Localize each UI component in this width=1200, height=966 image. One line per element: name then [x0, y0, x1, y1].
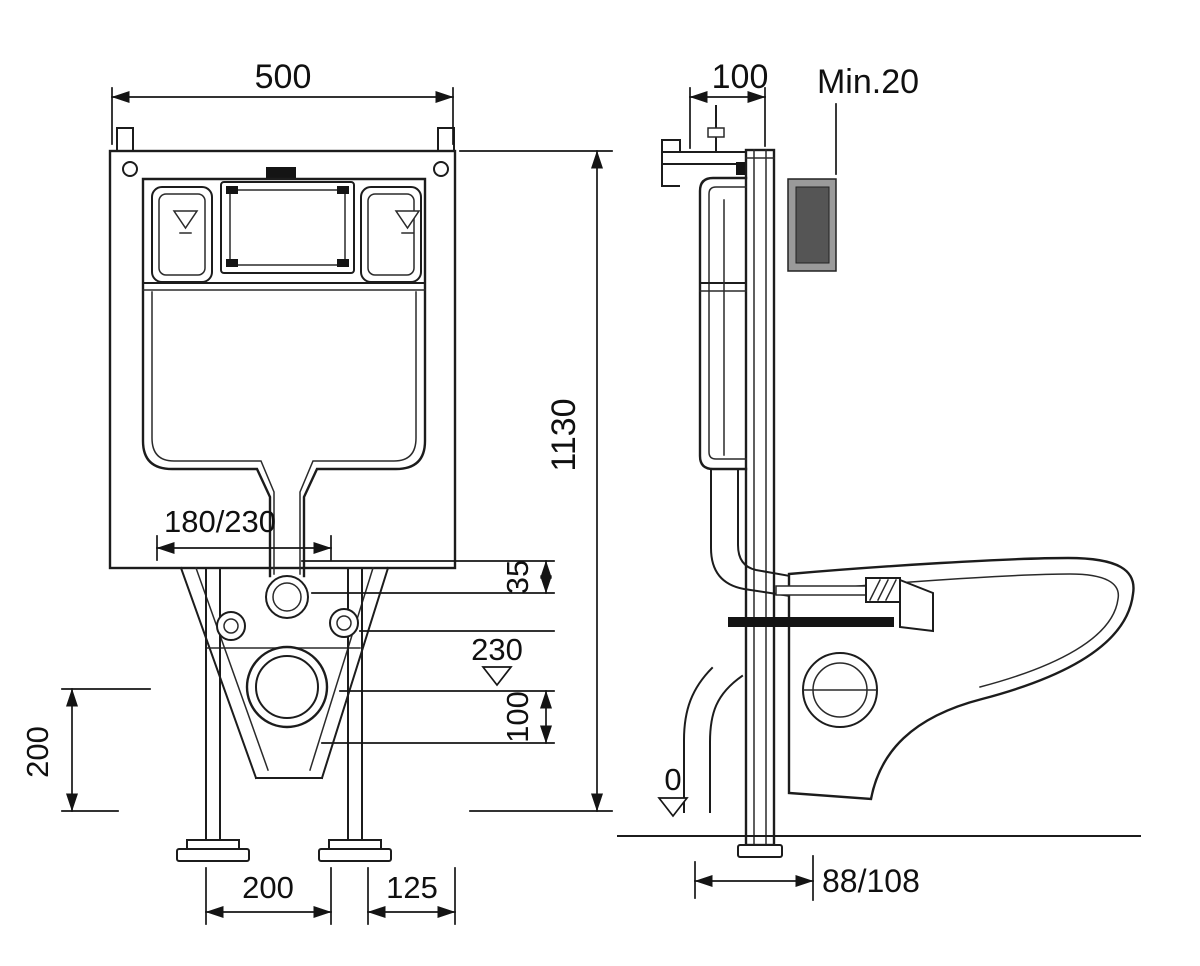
side-panel-left-inner: [158, 193, 206, 276]
dimensions: 500 1130 180/230 35 230: [20, 58, 920, 925]
side-view: [617, 105, 1141, 858]
wall-bracket-bar: [661, 151, 747, 165]
flush-plate-inner: [795, 186, 830, 264]
access-box-bracket-tr: [337, 186, 349, 194]
dim-outlet-offset-label: 88/108: [822, 863, 920, 899]
dim-width-label: 500: [255, 58, 312, 96]
side-panel-left: [151, 186, 213, 283]
bracket-bolt-nut: [707, 127, 725, 138]
dim-bolt-spacing-label: 180/230: [164, 504, 276, 539]
waste-pipe-outer: [683, 666, 714, 813]
frame-channel: [744, 148, 776, 847]
foot-plate-left: [176, 848, 250, 862]
cistern-profile-inner: [708, 186, 747, 460]
dim-side-offset-125: 125: [367, 867, 456, 925]
outlet-cone: [899, 578, 934, 633]
dim-height-1130: 1130: [459, 150, 613, 812]
front-view: [108, 127, 457, 862]
fixing-bar: [728, 617, 894, 627]
floor-level-triangle: [657, 797, 689, 818]
dim-supply-height-label: 230: [471, 632, 523, 667]
dim-foot-span-200: 200: [205, 867, 332, 925]
dim-min-clearance-label: Min.20: [817, 63, 919, 101]
frame-plate-outline: [108, 149, 457, 570]
dim-leg-height-label: 200: [20, 726, 55, 778]
dim-side-offset-label: 125: [386, 870, 438, 905]
foot-plate-right: [318, 848, 392, 862]
dim-width-500: 500: [111, 58, 454, 145]
waste-outlet-port: [245, 645, 329, 729]
dim-outlet-height-label: 100: [500, 691, 535, 743]
frame-screw-left: [122, 161, 138, 177]
dim-min-clearance: Min.20: [817, 63, 919, 175]
dim-outlet-offset: 88/108: [694, 855, 920, 901]
dim-depth-label: 100: [712, 58, 769, 96]
rod-hatched-sleeve: [865, 577, 901, 603]
bolt-hole-right: [329, 608, 359, 638]
flush-pipe-port: [265, 575, 309, 619]
dim-leg-height-200: 200: [20, 688, 151, 812]
dim-floor-level-0: 0: [657, 762, 689, 818]
dim-supply-height-230: 230: [359, 630, 555, 687]
water-level-symbol-right: [394, 210, 421, 234]
access-box-outer: [220, 181, 355, 274]
dim-height-label: 1130: [545, 398, 583, 471]
mounting-rod: [775, 585, 869, 596]
frame-screw-right: [433, 161, 449, 177]
dim-bolt-spacing: 180/230: [156, 504, 332, 561]
access-box-bracket-bl: [226, 259, 238, 267]
waste-pipe-inner: [709, 674, 744, 813]
dim-depth-100: 100: [689, 58, 769, 149]
water-level-symbol-left: [172, 210, 199, 234]
access-box-inner: [229, 189, 346, 266]
access-box-bracket-br: [337, 259, 349, 267]
dim-floor-label: 0: [664, 762, 681, 797]
dim-foot-span-label: 200: [242, 870, 294, 905]
frame-foot-side: [737, 844, 783, 858]
bolt-hole-left-inner: [223, 618, 239, 634]
cistern-tank-outline: [141, 177, 427, 578]
wall-bracket-hook: [661, 139, 681, 187]
foot-stem-right: [328, 839, 382, 850]
frame-top-tab-right: [437, 127, 455, 152]
flush-pipe-port-inner: [272, 582, 302, 612]
access-box-bracket-tl: [226, 186, 238, 194]
frame-top-tab-left: [116, 127, 134, 152]
dim-outlet-height-100: 100: [321, 690, 555, 744]
bolt-hole-left: [216, 611, 246, 641]
toilet-bowl-rim-line: [788, 573, 1120, 688]
dim-flush-offset-35: 35: [301, 560, 555, 594]
level-triangle: [481, 666, 513, 687]
dim-flush-offset-label: 35: [500, 560, 535, 594]
foot-stem-left: [186, 839, 240, 850]
flush-bend-outer: [710, 468, 792, 598]
side-panel-right: [360, 186, 422, 283]
cistern-profile-outline: [698, 176, 748, 471]
waste-outlet-port-inner: [255, 655, 319, 719]
bolt-hole-right-inner: [336, 615, 352, 631]
frame-top-clip: [266, 167, 296, 180]
cistern-tank-inner-line: [151, 291, 417, 575]
side-panel-right-inner: [367, 193, 415, 276]
flush-bend-inner: [737, 468, 792, 578]
